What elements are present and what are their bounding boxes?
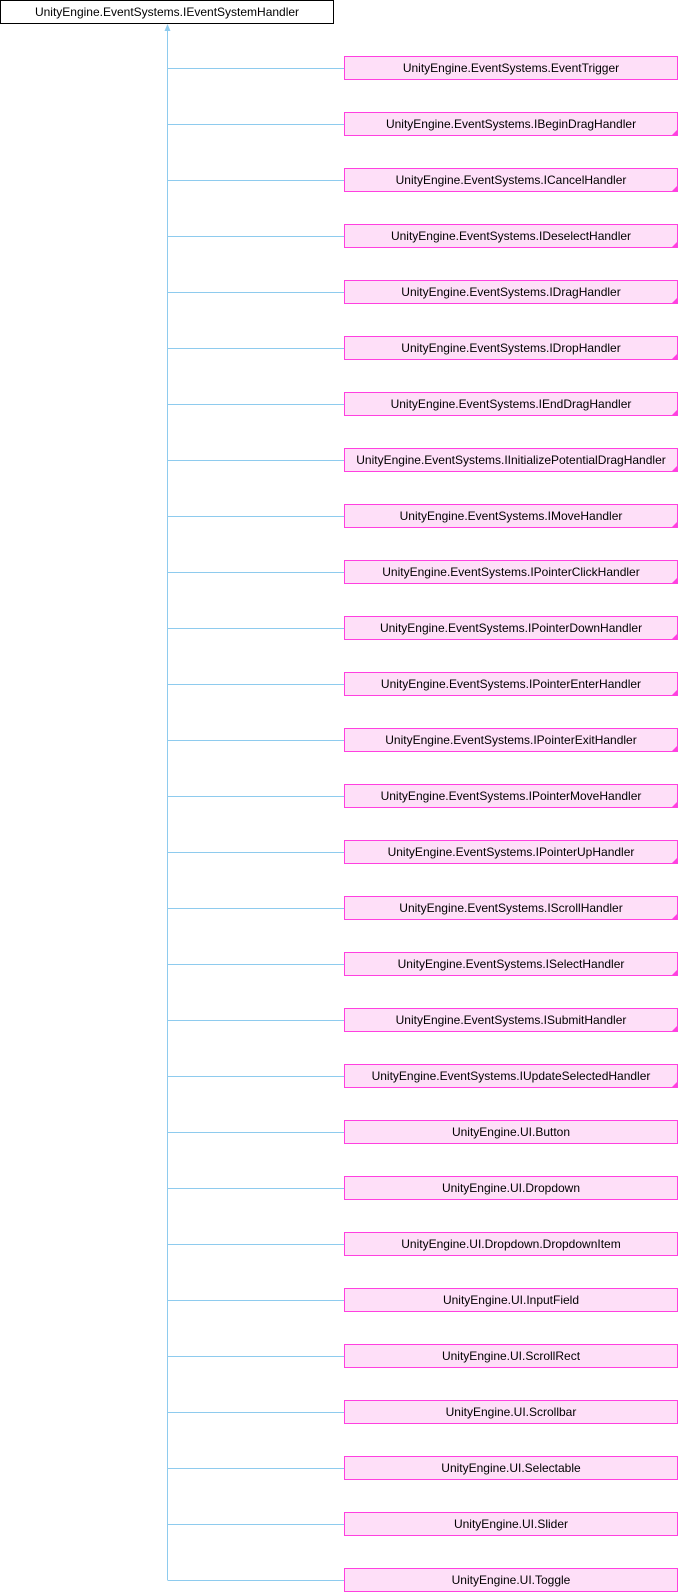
interface-corner-icon <box>672 410 677 415</box>
class-label: UnityEngine.EventSystems.IPointerDownHan… <box>379 621 643 635</box>
class-label: UnityEngine.EventSystems.IPointerMoveHan… <box>380 789 642 803</box>
class-label: UnityEngine.EventSystems.IPointerClickHa… <box>382 565 640 579</box>
class-label: UnityEngine.EventSystems.IPointerUpHandl… <box>387 845 635 859</box>
interface-corner-icon <box>672 858 677 863</box>
arrow-head-icon <box>164 24 171 31</box>
child-class-node[interactable]: UnityEngine.EventSystems.IPointerDownHan… <box>344 616 678 640</box>
class-label: UnityEngine.UI.Toggle <box>451 1573 571 1587</box>
child-class-node[interactable]: UnityEngine.EventSystems.ISelectHandler <box>344 952 678 976</box>
class-label: UnityEngine.EventSystems.IUpdateSelected… <box>371 1069 651 1083</box>
interface-corner-icon <box>672 578 677 583</box>
interface-corner-icon <box>672 1026 677 1031</box>
child-class-node[interactable]: UnityEngine.EventSystems.EventTrigger <box>344 56 678 80</box>
class-label: UnityEngine.EventSystems.IPointerExitHan… <box>385 733 637 747</box>
class-label: UnityEngine.EventSystems.IInitializePote… <box>356 453 666 467</box>
interface-corner-icon <box>672 466 677 471</box>
child-class-node[interactable]: UnityEngine.EventSystems.ISubmitHandler <box>344 1008 678 1032</box>
child-class-node[interactable]: UnityEngine.UI.Dropdown <box>344 1176 678 1200</box>
class-label: UnityEngine.EventSystems.EventTrigger <box>402 61 620 75</box>
class-label: UnityEngine.UI.Button <box>451 1125 571 1139</box>
child-class-node[interactable]: UnityEngine.EventSystems.IPointerEnterHa… <box>344 672 678 696</box>
child-class-node[interactable]: UnityEngine.UI.Button <box>344 1120 678 1144</box>
interface-corner-icon <box>672 354 677 359</box>
child-class-node[interactable]: UnityEngine.EventSystems.IMoveHandler <box>344 504 678 528</box>
interface-corner-icon <box>672 802 677 807</box>
child-class-node[interactable]: UnityEngine.EventSystems.IPointerClickHa… <box>344 560 678 584</box>
child-class-node[interactable]: UnityEngine.EventSystems.IEndDragHandler <box>344 392 678 416</box>
class-label: UnityEngine.EventSystems.IDropHandler <box>401 341 621 355</box>
interface-corner-icon <box>672 634 677 639</box>
child-class-node[interactable]: UnityEngine.UI.Toggle <box>344 1568 678 1592</box>
class-label: UnityEngine.EventSystems.IEndDragHandler <box>390 397 632 411</box>
child-class-node[interactable]: UnityEngine.UI.Scrollbar <box>344 1400 678 1424</box>
interface-corner-icon <box>672 242 677 247</box>
class-label: UnityEngine.EventSystems.IPointerEnterHa… <box>380 677 642 691</box>
class-label: UnityEngine.UI.InputField <box>442 1293 580 1307</box>
class-label: UnityEngine.EventSystems.ISubmitHandler <box>395 1013 627 1027</box>
class-label: UnityEngine.EventSystems.IMoveHandler <box>399 509 623 523</box>
child-class-node[interactable]: UnityEngine.EventSystems.IDeselectHandle… <box>344 224 678 248</box>
class-label: UnityEngine.UI.Scrollbar <box>445 1405 577 1419</box>
child-class-node[interactable]: UnityEngine.EventSystems.IPointerUpHandl… <box>344 840 678 864</box>
class-label: UnityEngine.EventSystems.IScrollHandler <box>399 901 623 915</box>
class-label: UnityEngine.UI.Slider <box>453 1517 569 1531</box>
class-label: UnityEngine.EventSystems.ISelectHandler <box>397 957 625 971</box>
class-label: UnityEngine.UI.ScrollRect <box>441 1349 581 1363</box>
child-class-node[interactable]: UnityEngine.EventSystems.IPointerExitHan… <box>344 728 678 752</box>
root-class-node[interactable]: UnityEngine.EventSystems.IEventSystemHan… <box>0 0 334 24</box>
interface-corner-icon <box>672 186 677 191</box>
child-class-node[interactable]: UnityEngine.EventSystems.IDragHandler <box>344 280 678 304</box>
child-class-node[interactable]: UnityEngine.EventSystems.IInitializePote… <box>344 448 678 472</box>
child-class-node[interactable]: UnityEngine.EventSystems.IPointerMoveHan… <box>344 784 678 808</box>
class-label: UnityEngine.UI.Selectable <box>441 1461 581 1475</box>
interface-corner-icon <box>672 130 677 135</box>
child-class-node[interactable]: UnityEngine.EventSystems.IUpdateSelected… <box>344 1064 678 1088</box>
class-label: UnityEngine.EventSystems.IBeginDragHandl… <box>385 117 637 131</box>
interface-corner-icon <box>672 1082 677 1087</box>
interface-corner-icon <box>672 522 677 527</box>
child-class-node[interactable]: UnityEngine.EventSystems.IBeginDragHandl… <box>344 112 678 136</box>
child-class-node[interactable]: UnityEngine.EventSystems.IDropHandler <box>344 336 678 360</box>
child-class-node[interactable]: UnityEngine.UI.Slider <box>344 1512 678 1536</box>
interface-corner-icon <box>672 914 677 919</box>
class-label: UnityEngine.EventSystems.IDeselectHandle… <box>390 229 632 243</box>
class-label: UnityEngine.UI.Dropdown <box>441 1181 581 1195</box>
child-class-node[interactable]: UnityEngine.UI.Selectable <box>344 1456 678 1480</box>
interface-corner-icon <box>672 298 677 303</box>
interface-corner-icon <box>672 690 677 695</box>
interface-corner-icon <box>672 970 677 975</box>
class-label: UnityEngine.EventSystems.IDragHandler <box>401 285 621 299</box>
child-class-node[interactable]: UnityEngine.EventSystems.IScrollHandler <box>344 896 678 920</box>
class-label: UnityEngine.UI.Dropdown.DropdownItem <box>401 1237 621 1251</box>
interface-corner-icon <box>672 746 677 751</box>
child-class-node[interactable]: UnityEngine.UI.InputField <box>344 1288 678 1312</box>
child-class-node[interactable]: UnityEngine.UI.Dropdown.DropdownItem <box>344 1232 678 1256</box>
child-class-node[interactable]: UnityEngine.UI.ScrollRect <box>344 1344 678 1368</box>
class-label: UnityEngine.EventSystems.ICancelHandler <box>395 173 627 187</box>
child-class-node[interactable]: UnityEngine.EventSystems.ICancelHandler <box>344 168 678 192</box>
